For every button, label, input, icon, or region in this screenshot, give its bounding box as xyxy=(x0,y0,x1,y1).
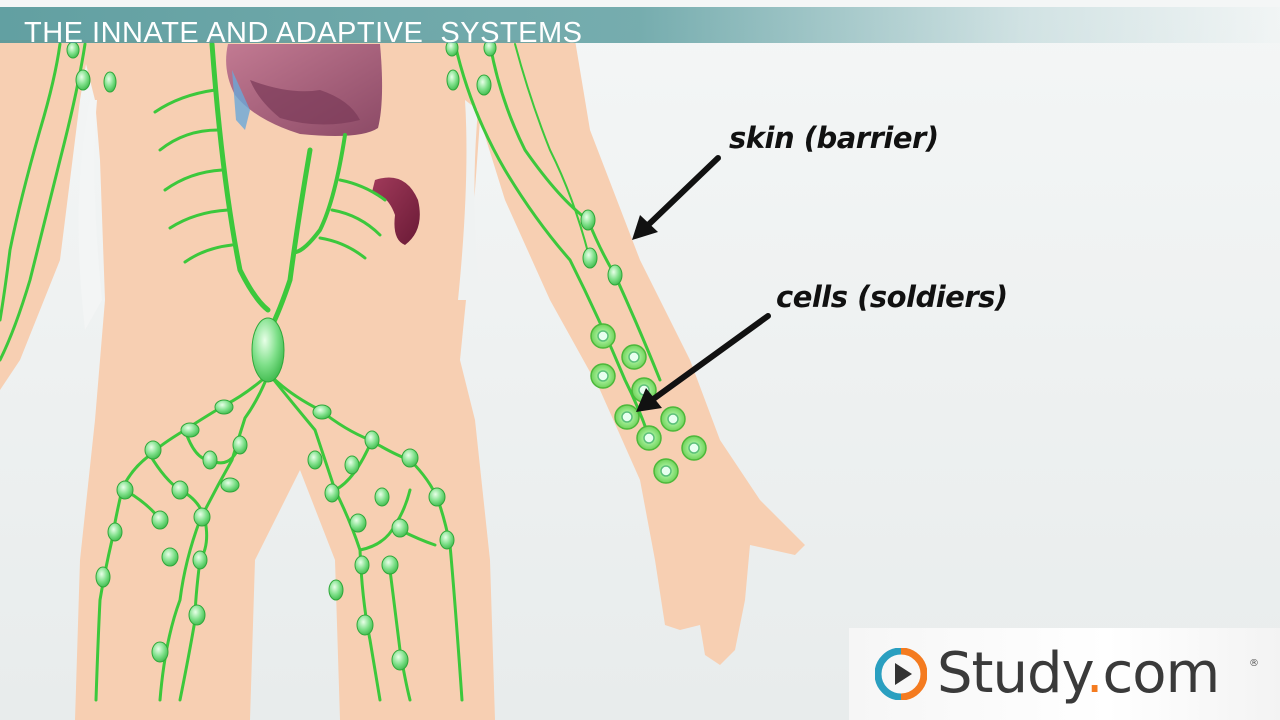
brand-name-com: com xyxy=(1102,641,1221,706)
spleen-icon xyxy=(372,177,420,245)
slide-title: THE INNATE AND ADAPTIVE SYSTEMS xyxy=(24,17,583,49)
label-cells-soldiers: cells (soldiers) xyxy=(776,280,1008,314)
slide-title-bar: THE INNATE AND ADAPTIVE SYSTEMS xyxy=(0,7,1280,49)
lymph-nodes xyxy=(66,39,623,671)
arrow-to-cells-icon xyxy=(636,313,771,412)
brand-name-study: Study xyxy=(937,641,1087,706)
brand-wordmark: Study.com xyxy=(937,638,1221,710)
registered-mark: ® xyxy=(1249,658,1259,669)
study-com-logo[interactable]: Study.com ® xyxy=(849,628,1280,720)
play-circle-icon xyxy=(875,648,927,700)
arrow-to-skin-icon xyxy=(632,155,721,240)
brand-dot: . xyxy=(1085,641,1104,706)
label-skin-barrier: skin (barrier) xyxy=(729,121,939,155)
heart-icon xyxy=(226,44,383,136)
